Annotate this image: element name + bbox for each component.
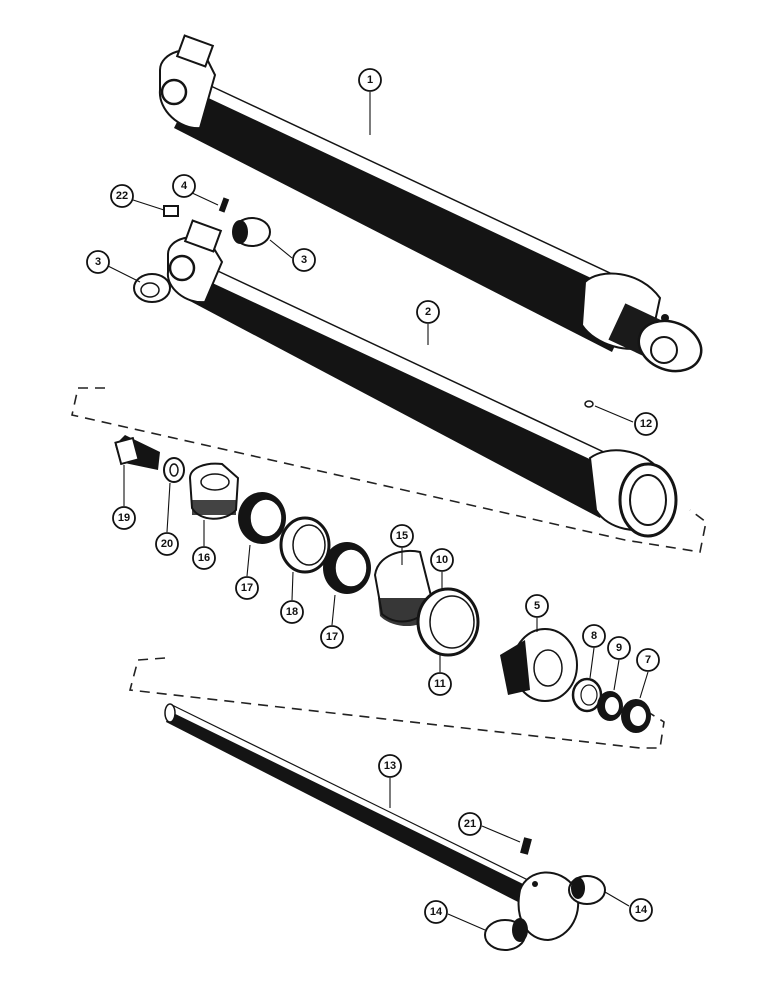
callout-20: 20 [155, 532, 179, 556]
callout-8: 8 [582, 624, 606, 648]
svg-text:3: 3 [95, 256, 101, 268]
svg-text:17: 17 [326, 631, 338, 643]
callout-19: 19 [112, 506, 136, 530]
callout-10: 10 [430, 548, 454, 572]
callout-12: 12 [634, 412, 658, 436]
svg-text:11: 11 [434, 678, 446, 690]
svg-text:8: 8 [591, 630, 597, 642]
ring-17-left [238, 492, 286, 544]
callout-16: 16 [192, 546, 216, 570]
svg-text:5: 5 [534, 600, 540, 612]
callout-17-right: 17 [320, 625, 344, 649]
callout-17-left: 17 [235, 576, 259, 600]
bolt-19 [114, 435, 160, 470]
callout-18: 18 [280, 600, 304, 624]
callout-3-right: 3 [292, 248, 316, 272]
callout-13: 13 [378, 754, 402, 778]
fitting-4 [218, 197, 230, 213]
svg-text:4: 4 [181, 180, 188, 192]
svg-text:19: 19 [118, 512, 130, 524]
washer-20 [163, 457, 185, 483]
svg-text:14: 14 [635, 904, 648, 916]
gland-group-outline [128, 657, 665, 749]
bushing-3-left [133, 273, 171, 303]
callout-5: 5 [525, 594, 549, 618]
callout-22: 22 [110, 184, 134, 208]
callout-14-right: 14 [629, 898, 653, 922]
fitting-22 [163, 205, 179, 217]
svg-text:20: 20 [161, 538, 173, 550]
seal-9 [597, 691, 623, 721]
cylinder-barrel-2 [166, 219, 678, 538]
callout-4: 4 [172, 174, 196, 198]
rod-13 [164, 703, 580, 942]
ring-18 [279, 516, 331, 574]
ring-10 [416, 587, 480, 657]
head-5 [500, 628, 578, 702]
callout-2: 2 [416, 300, 440, 324]
bushing-14-left [484, 918, 528, 951]
leader-lines [107, 92, 649, 931]
callout-7: 7 [636, 648, 660, 672]
wiper-7 [621, 699, 651, 733]
svg-text:15: 15 [396, 530, 408, 542]
svg-text:1: 1 [367, 74, 373, 86]
bushing-3-right [232, 217, 271, 247]
piston-group-outline [71, 387, 707, 553]
seal-8 [571, 677, 603, 713]
callout-21: 21 [458, 812, 482, 836]
svg-text:18: 18 [286, 606, 298, 618]
piston-16 [188, 462, 240, 520]
callout-11: 11 [428, 672, 452, 696]
svg-text:3: 3 [301, 254, 307, 266]
svg-text:17: 17 [241, 582, 253, 594]
callout-3-left: 3 [86, 250, 110, 274]
svg-text:13: 13 [384, 760, 396, 772]
bushing-14-right [568, 875, 606, 905]
svg-text:22: 22 [116, 190, 128, 202]
callout-15: 15 [390, 524, 414, 548]
svg-text:10: 10 [436, 554, 448, 566]
svg-text:14: 14 [430, 906, 443, 918]
svg-text:16: 16 [198, 552, 210, 564]
svg-text:7: 7 [645, 654, 651, 666]
ring-17-right [323, 542, 371, 594]
callout-1: 1 [358, 68, 382, 92]
cylinder-assembly-1 [158, 34, 703, 373]
callout-9: 9 [607, 636, 631, 660]
callout-14-left: 14 [424, 900, 448, 924]
fitting-12 [584, 400, 594, 408]
svg-text:21: 21 [464, 818, 476, 830]
svg-text:9: 9 [616, 642, 622, 654]
svg-text:12: 12 [640, 418, 652, 430]
svg-text:2: 2 [425, 306, 431, 318]
